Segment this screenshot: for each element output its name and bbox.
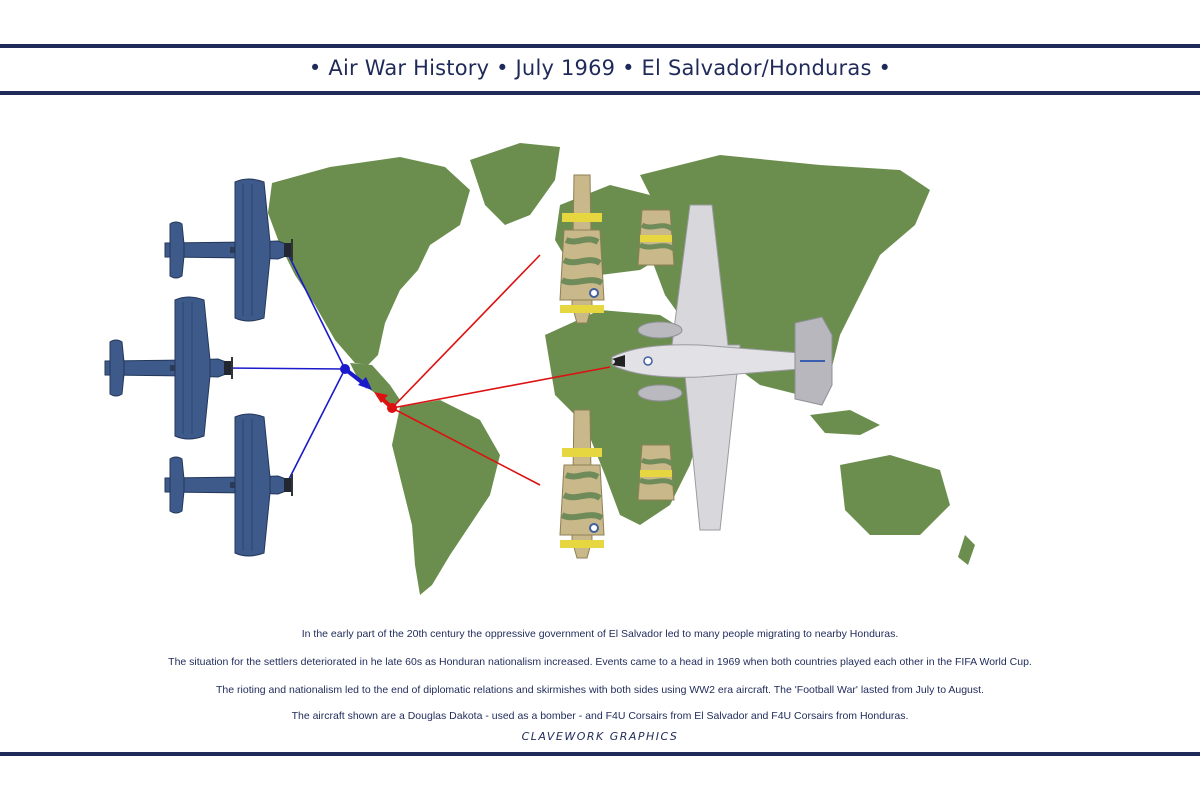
north-america-shape [268, 157, 470, 365]
paragraph-3: The rioting and nationalism led to the e… [216, 684, 984, 696]
greenland-shape [470, 143, 560, 225]
honduras-arrowhead [374, 392, 388, 403]
central-america-shape [350, 363, 400, 407]
bottom-rule [0, 752, 1200, 756]
el-salvador-arrowhead [358, 377, 372, 390]
south-america-shape [392, 400, 500, 595]
new-zealand-shape [958, 535, 975, 565]
paragraph-1: In the early part of the 20th century th… [301, 628, 899, 640]
dakota-aircraft-icon [611, 204, 833, 531]
australia-shape [840, 455, 950, 535]
corsair-aircraft-icon [104, 293, 233, 443]
top-rule-lower [0, 91, 1200, 95]
brand-signature: CLAVEWORK GRAPHICS [521, 730, 679, 743]
paragraph-2: The situation for the settlers deteriora… [168, 656, 1032, 668]
islands-shape [810, 410, 880, 435]
page-title: • Air War History • July 1969 • El Salva… [308, 56, 892, 80]
top-rule-upper [0, 44, 1200, 48]
paragraph-4: The aircraft shown are a Douglas Dakota … [291, 710, 909, 722]
el-salvador-marker [340, 364, 350, 374]
honduras-marker [387, 403, 397, 413]
illustration [104, 143, 975, 595]
